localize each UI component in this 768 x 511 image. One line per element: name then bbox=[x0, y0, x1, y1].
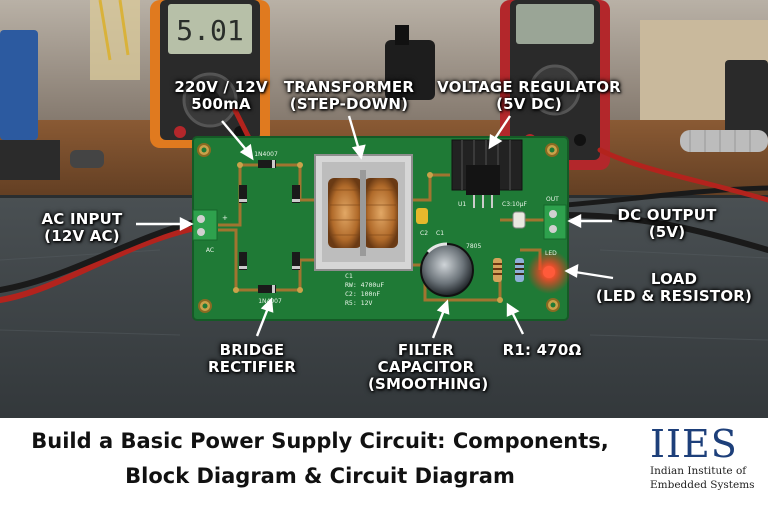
pcb-out-label: OUT bbox=[546, 196, 559, 203]
label-transformer-line1: TRANSFORMER bbox=[283, 78, 415, 96]
pcb-photo: 5.01 bbox=[0, 0, 768, 418]
pcb-u1-label: U1 bbox=[458, 201, 466, 208]
label-bridge-line1: BRIDGE bbox=[219, 341, 285, 359]
label-regulator: VOLTAGE REGULATOR (5V DC) bbox=[434, 79, 624, 113]
label-bridge-line2: RECTIFIER bbox=[207, 358, 297, 376]
label-ac-input-line1: AC INPUT bbox=[41, 210, 123, 228]
logo-mark: IIES bbox=[650, 422, 738, 466]
photo-scene: 5.01 bbox=[0, 0, 768, 418]
label-dc-output: DC OUTPUT (5V) bbox=[612, 207, 722, 241]
label-dc-output-line2: (5V) bbox=[648, 223, 686, 241]
label-filter-line1: FILTER bbox=[397, 341, 455, 359]
label-bridge-rectifier: BRIDGE RECTIFIER bbox=[200, 342, 304, 376]
title-banner: Build a Basic Power Supply Circuit: Comp… bbox=[0, 418, 768, 511]
label-ac-input: AC INPUT (12V AC) bbox=[28, 211, 136, 245]
logo-name: Indian Institute of Embedded Systems bbox=[646, 464, 764, 492]
pcb-ac-label: AC bbox=[206, 247, 214, 254]
label-transformer-line2: (STEP-DOWN) bbox=[289, 95, 409, 113]
pcb-ic-label: 7805 bbox=[466, 243, 481, 250]
label-regulator-line2: (5V DC) bbox=[496, 95, 562, 113]
label-filter-line3: (SMOOTHING) bbox=[368, 375, 489, 393]
page-title-line1: Build a Basic Power Supply Circuit: Comp… bbox=[31, 429, 609, 453]
page-title: Build a Basic Power Supply Circuit: Comp… bbox=[0, 424, 640, 494]
iies-logo: IIES Indian Institute of Embedded System… bbox=[646, 424, 764, 508]
pcb-note-2: RW: 4700uF bbox=[345, 281, 384, 289]
label-load-line2: (LED & RESISTOR) bbox=[595, 287, 753, 305]
label-filter-line2: CAPACITOR bbox=[377, 358, 475, 376]
label-load-line1: LOAD bbox=[650, 270, 698, 288]
label-regulator-line1: VOLTAGE REGULATOR bbox=[437, 78, 621, 96]
label-rating-line2: 500mA bbox=[191, 95, 251, 113]
pcb-diode-top-label: 1N4007 bbox=[254, 151, 278, 158]
label-rating-line1: 220V / 12V bbox=[174, 78, 268, 96]
label-filter-capacitor: FILTER CAPACITOR (SMOOTHING) bbox=[368, 341, 489, 393]
pcb-note-3: C2: 100nF bbox=[345, 290, 380, 298]
label-resistor: R1: 470Ω bbox=[496, 342, 588, 359]
logo-name-line2: Embedded Systems bbox=[650, 479, 755, 491]
pcb-c1-label: C1 bbox=[436, 230, 444, 237]
label-load: LOAD (LED & RESISTOR) bbox=[592, 271, 756, 305]
label-ac-input-line2: (12V AC) bbox=[44, 227, 120, 245]
pcb-c3-label: C3:10µF bbox=[502, 201, 527, 208]
logo-name-line1: Indian Institute of bbox=[650, 465, 747, 477]
pcb-led-label: LED bbox=[545, 250, 557, 257]
callout-arrows bbox=[136, 115, 614, 339]
pcb-note-4: R5: 12V bbox=[345, 299, 372, 307]
label-rating: 220V / 12V 500mA bbox=[166, 79, 276, 113]
page-title-line2: Block Diagram & Circuit Diagram bbox=[125, 464, 515, 488]
meter-display-left: 5.01 bbox=[176, 14, 243, 47]
label-dc-output-line1: DC OUTPUT bbox=[617, 206, 717, 224]
pcb-c2-label: C2 bbox=[420, 230, 428, 237]
label-transformer: TRANSFORMER (STEP-DOWN) bbox=[283, 79, 415, 113]
svg-text:+: + bbox=[222, 214, 228, 222]
pcb-note-1: C1 bbox=[345, 272, 353, 280]
label-resistor-line1: R1: 470Ω bbox=[502, 341, 582, 359]
